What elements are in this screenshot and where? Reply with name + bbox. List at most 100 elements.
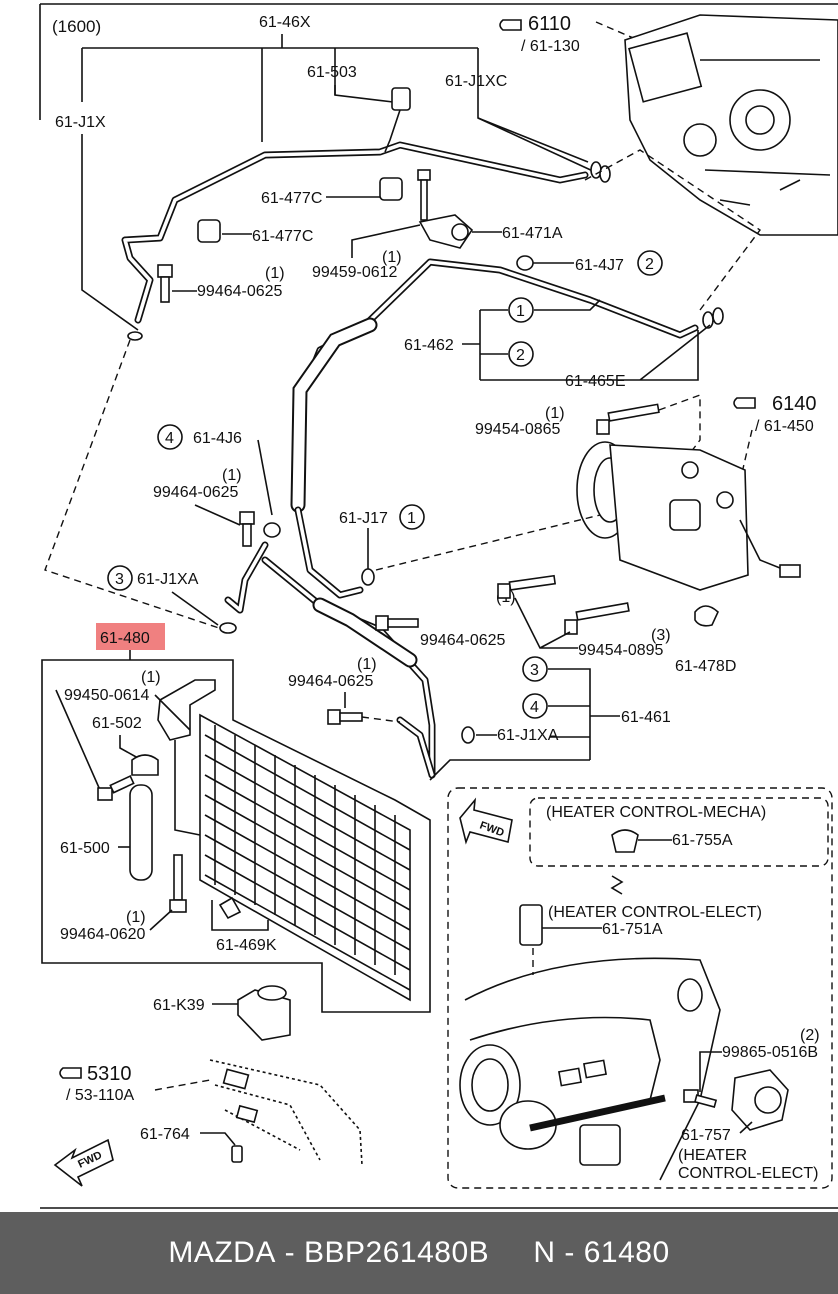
circle-num-2-a-text: 2 [645, 256, 654, 273]
label-heater-elect-b1: (HEATER [678, 1147, 747, 1164]
footer-brand: MAZDA [168, 1236, 276, 1269]
label-61-757: 61-757 [681, 1127, 731, 1144]
circle-num-3-a [107, 565, 133, 591]
bolt-99454-0865 [596, 403, 660, 435]
label-61-462: 61-462 [404, 337, 454, 354]
fwd-arrow-icon: FWD [459, 797, 513, 845]
swap-icon [610, 875, 624, 895]
label-61-480: 61-480 [100, 630, 150, 647]
circle-num-3-b [522, 656, 548, 682]
label-99450-0614: 99450-0614 [64, 687, 150, 704]
bolt-99464-0620 [169, 854, 187, 913]
ref-6110-leader [595, 21, 639, 41]
footer-n-label: N [533, 1236, 556, 1269]
clamp-61-477c-a [379, 177, 403, 201]
cap-61-4j6 [263, 522, 281, 538]
label-61-471a: 61-471A [502, 225, 563, 242]
o-ring-61-j17 [361, 568, 375, 586]
label-61-4j6: 61-4J6 [193, 430, 242, 447]
label-61-j1xc: 61-J1XC [445, 73, 507, 90]
bracket-61-471a [418, 214, 474, 249]
o-ring-j1xc-b [599, 165, 611, 183]
sensor-61-751a [519, 904, 543, 946]
label-61-461: 61-461 [621, 709, 671, 726]
ref-6140-sub: / 61-450 [755, 418, 814, 435]
qty-99459: (1) [382, 249, 402, 266]
diagram-code: (1600) [52, 17, 101, 36]
hand-pointer-icon [733, 397, 756, 409]
ref-5310-main: 5310 [87, 1063, 132, 1085]
circle-num-3-a-text: 3 [115, 571, 124, 588]
part-footer: MAZDA - BBP261480B N - 61480 [0, 1212, 838, 1294]
heater-control-box [447, 787, 833, 1189]
label-61-469k: 61-469K [216, 937, 277, 954]
leader-503 [334, 85, 394, 103]
receiver-drier-61-500 [129, 784, 153, 881]
o-ring-j1x [127, 331, 143, 341]
o-ring-61-j1xa-b [461, 726, 475, 744]
ref-6140-main: 6140 [772, 393, 817, 415]
sensor-61-k39 [237, 985, 291, 1041]
label-99464-0625-a: 99464-0625 [197, 283, 283, 300]
footer-separator-2: - [555, 1236, 584, 1269]
label-99464-0620: 99464-0620 [60, 926, 146, 943]
label-99459-0612: 99459-0612 [312, 264, 398, 281]
bolt-99454-0895-b [564, 602, 630, 635]
highlight-61-480 [96, 623, 165, 650]
sensor-61-757 [731, 1069, 789, 1131]
cap-61-502 [131, 754, 159, 776]
hand-pointer-icon [59, 1067, 82, 1079]
parts-diagram: (1600) 6110 / 61-130 61-46X 61-J1X 61-50… [39, 3, 838, 1209]
circle-num-1-b-text: 1 [407, 510, 416, 527]
qty-99464-e: (1) [126, 909, 146, 926]
hose-61-462 [290, 317, 378, 513]
label-99454-0895: 99454-0895 [578, 642, 664, 659]
label-heater-elect-a: (HEATER CONTROL-ELECT) [548, 904, 762, 921]
label-61-751a: 61-751A [602, 921, 663, 938]
ref-6110-sub: / 61-130 [521, 38, 580, 55]
label-61-k39: 61-K39 [153, 997, 205, 1014]
label-61-502: 61-502 [92, 715, 142, 732]
circle-num-2-b [508, 341, 534, 367]
circle-num-4-a [157, 424, 183, 450]
bolt-99464-0625-b [239, 511, 255, 547]
label-61-j1xa-a: 61-J1XA [137, 571, 199, 588]
label-99454-0865: 99454-0865 [475, 421, 561, 438]
label-61-477c-a: 61-477C [261, 190, 322, 207]
condenser-assembly-frame [41, 650, 431, 1013]
dashed-leader-heater [584, 149, 762, 311]
label-61-4j7: 61-4J7 [575, 257, 624, 274]
circle-num-4-b [522, 693, 548, 719]
dashed-leader-left [44, 339, 226, 631]
circle-num-4-a-text: 4 [165, 430, 174, 447]
o-ring-465e-b [712, 307, 724, 325]
ref-5310-sub: / 53-110A [66, 1087, 135, 1104]
clamp-61-477c-b [197, 219, 221, 243]
heater-unit [624, 14, 838, 236]
label-99464-0625-b: 99464-0625 [153, 484, 239, 501]
circle-num-2-a [637, 250, 663, 276]
circle-num-1-a [508, 297, 534, 323]
footer-separator: - [275, 1236, 305, 1269]
footer-part-number: BBP261480B [304, 1236, 490, 1269]
label-heater-mecha: (HEATER CONTROL-MECHA) [546, 804, 766, 821]
circle-num-1-a-text: 1 [516, 303, 525, 320]
ref-6110-main: 6110 [528, 13, 571, 35]
o-ring-61-j1xa-a [219, 622, 237, 634]
leader-46x [81, 34, 589, 331]
cap-61-4j7 [516, 255, 534, 271]
pressure-switch-61-503 [384, 87, 411, 153]
bolt-99450-0614 [97, 775, 135, 801]
circle-num-4-b-text: 4 [530, 699, 539, 716]
footer-n-number: 61480 [583, 1236, 670, 1269]
circle-num-3-b-text: 3 [530, 662, 539, 679]
label-heater-elect-b2: CONTROL-ELECT) [678, 1165, 818, 1182]
front-body-panel [209, 1059, 363, 1166]
label-61-764: 61-764 [140, 1126, 190, 1143]
qty-99454-865: (1) [545, 405, 565, 422]
label-61-477c-b: 61-477C [252, 228, 313, 245]
label-61-j1x: 61-J1X [55, 114, 106, 131]
label-61-503: 61-503 [307, 64, 357, 81]
label-99464-0625-c: 99464-0625 [420, 632, 506, 649]
bushing-61-478d [694, 605, 719, 627]
